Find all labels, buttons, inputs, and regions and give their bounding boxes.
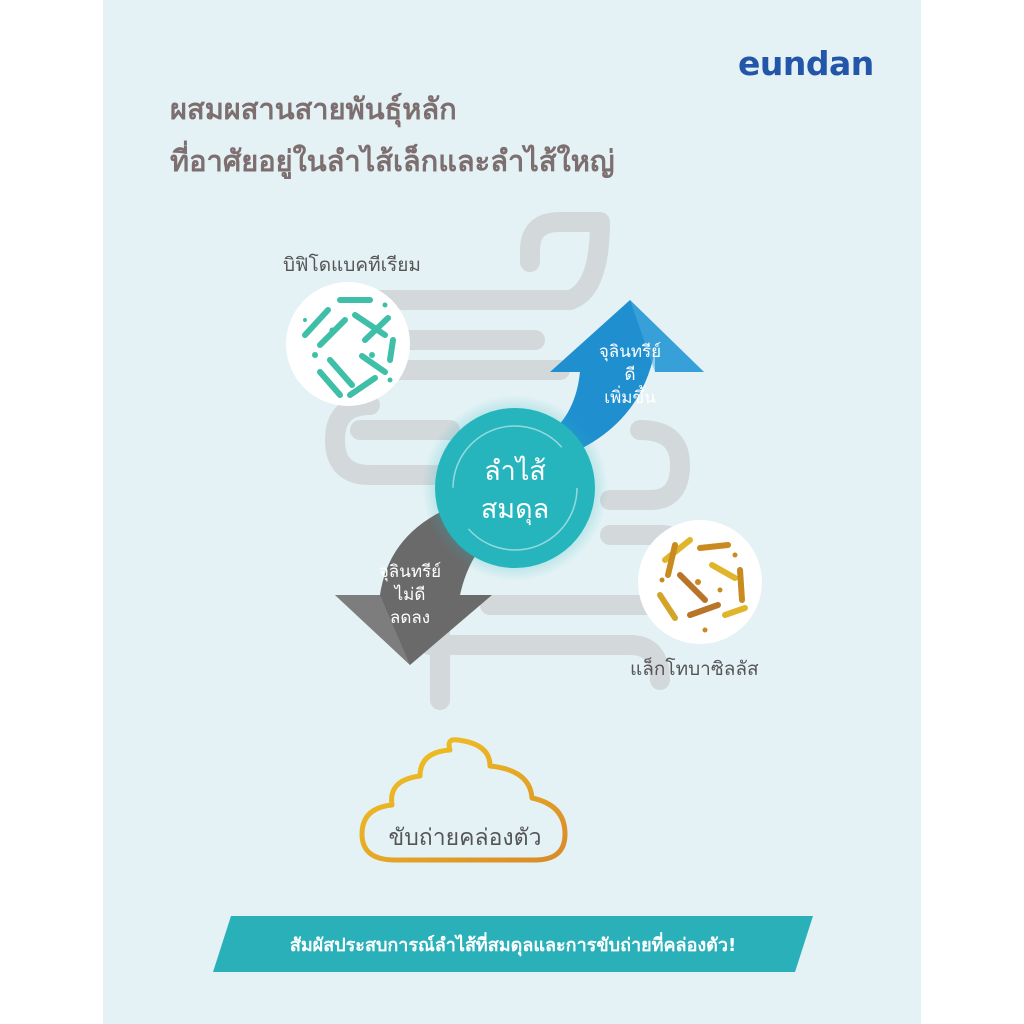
center-label: ลำไส้ สมดุล: [455, 453, 575, 529]
brand-logo: eundan: [738, 44, 874, 83]
bad-arrow-line-3: ลดลง: [389, 608, 431, 628]
center-line-1: ลำไส้: [484, 456, 546, 487]
poop-outline-icon: [359, 737, 568, 863]
center-circle: [435, 408, 595, 568]
good-arrow-line-2: ดี: [624, 365, 636, 385]
lactobacillus-icon: [638, 520, 762, 644]
bad-arrow-label: จุลินทรีย์ ไม่ดี ลดลง: [355, 561, 465, 630]
banner-text: สัมผัสประสบการณ์ลำไส้ที่สมดุลและการขับถ่…: [289, 934, 737, 956]
result-label: ขับถ่ายคล่องตัว: [388, 825, 542, 851]
good-arrow-line-3: เพิ่มขึ้น: [604, 388, 656, 408]
bifidobacteria-label: บิฟิโดแบคทีเรียม: [283, 254, 421, 276]
bad-arrow-line-2: ไม่ดี: [394, 585, 426, 605]
bifidobacteria-icon: [286, 282, 410, 406]
good-arrow-line-1: จุลินทรีย์: [598, 342, 662, 362]
headline-line-2: ที่อาศัยอยู่ในลำไส้เล็กและลำไส้ใหญ่: [170, 144, 615, 178]
headline-line-1: ผสมผสานสายพันธุ์หลัก: [170, 92, 457, 126]
bad-arrow-line-1: จุลินทรีย์: [378, 562, 442, 582]
good-arrow-label: จุลินทรีย์ ดี เพิ่มขึ้น: [575, 341, 685, 410]
center-line-2: สมดุล: [480, 494, 550, 525]
bottom-banner: สัมผัสประสบการณ์ลำไส้ที่สมดุลและการขับถ่…: [213, 916, 813, 972]
lactobacillus-label: แล็กโทบาซิลลัส: [630, 658, 759, 680]
